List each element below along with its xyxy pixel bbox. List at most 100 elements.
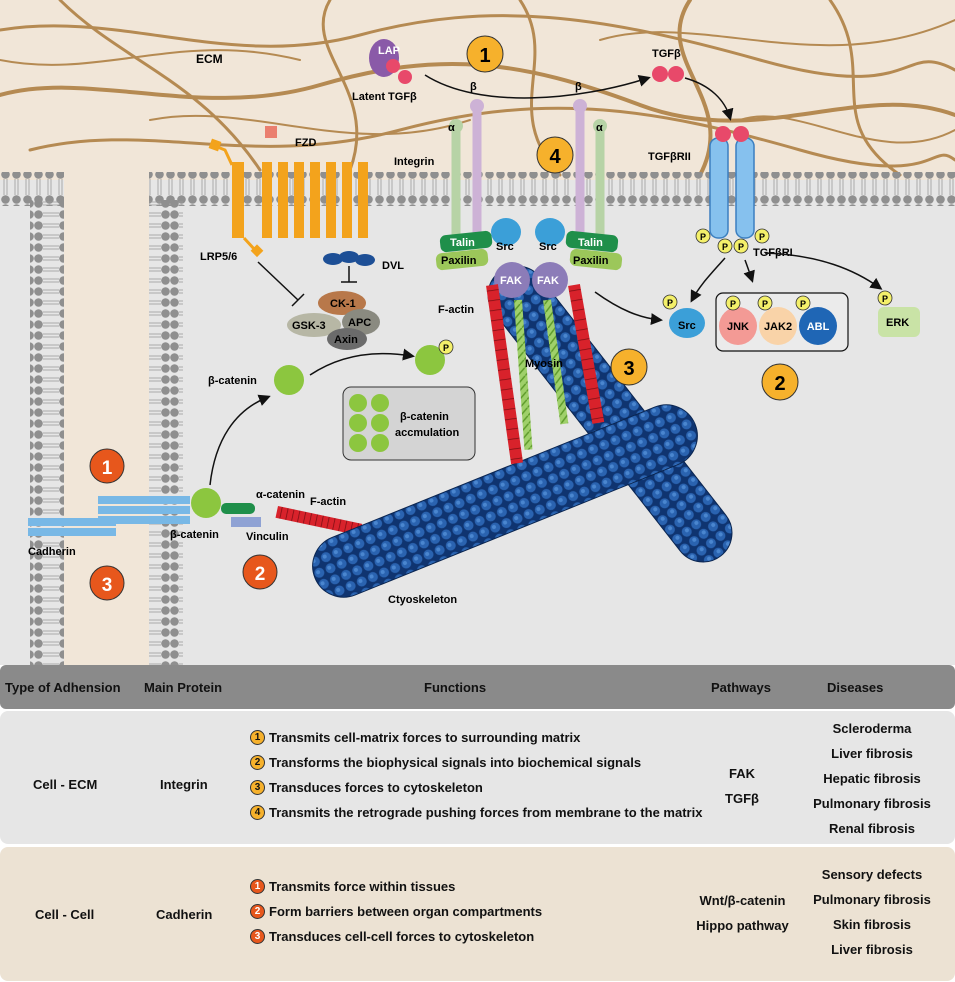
tgfb-erk-arrow: [764, 252, 883, 290]
membrane-vertical-left: [30, 200, 64, 665]
svg-text:β: β: [470, 81, 477, 93]
row-type: Cell - Cell: [35, 907, 95, 922]
disease-item: Renal fibrosis: [829, 821, 915, 836]
erk: P ERK: [877, 290, 920, 337]
svg-text:P: P: [443, 343, 449, 353]
ecm-label: ECM: [196, 52, 223, 66]
svg-text:3: 3: [623, 358, 634, 380]
integrin-right: α β: [573, 81, 607, 245]
mechanotransduction-diagram: ECM LAP Latent TGFβ TGFβ 1 4 FZ: [0, 0, 955, 665]
svg-text:P: P: [722, 242, 728, 252]
lap-label: LAP: [378, 45, 400, 57]
svg-text:Src: Src: [678, 320, 696, 332]
ecm-fibers: [0, 0, 955, 177]
svg-text:Talin: Talin: [450, 237, 475, 249]
badge-ecm-4: 4: [536, 136, 574, 174]
svg-text:ERK: ERK: [886, 317, 909, 329]
src-downstream: P Src: [662, 294, 705, 338]
svg-text:FAK: FAK: [537, 275, 559, 287]
fak-src-arrow: [594, 291, 663, 326]
row-protein: Integrin: [160, 777, 208, 792]
kinase-box: P P P JNK JAK2 ABL: [715, 292, 849, 352]
header-type: Type of Adhension: [5, 680, 121, 695]
vinculin: [231, 517, 261, 527]
svg-text:Paxilin: Paxilin: [441, 255, 477, 267]
f-actin-junction: [275, 506, 363, 536]
svg-text:2: 2: [255, 564, 266, 585]
inhibition-bar: [291, 293, 305, 307]
myosin-left: [514, 299, 533, 450]
frizzled-receptor: FZD LRP5/6: [200, 126, 368, 263]
svg-text:β-catenin: β-catenin: [400, 411, 449, 423]
integrin-left: α β: [448, 81, 484, 245]
inhibition-line: [257, 261, 299, 301]
svg-text:Src: Src: [496, 241, 514, 253]
latent-tgfb: LAP Latent TGFβ: [352, 39, 417, 103]
svg-text:Src: Src: [539, 241, 557, 253]
receptor-phospho: P P P P: [695, 228, 770, 254]
svg-text:2: 2: [774, 373, 785, 395]
row-type: Cell - ECM: [33, 777, 98, 792]
beta-catenin-free: β-catenin: [208, 365, 304, 395]
svg-text:P: P: [730, 299, 736, 309]
membrane-vertical-right: [149, 200, 183, 665]
dvl-label: DVL: [382, 260, 404, 272]
svg-text:JNK: JNK: [727, 321, 749, 333]
f-actin-left: [486, 284, 523, 465]
phosphorylation-arrow: [309, 348, 415, 376]
disease-item: Pulmonary fibrosis: [813, 892, 931, 907]
tgfb-ligand: TGFβ: [652, 48, 684, 82]
lrp-label: LRP5/6: [200, 251, 237, 263]
svg-text:Paxilin: Paxilin: [573, 255, 609, 267]
f-actin-right: [568, 283, 605, 424]
tgfb-receptor: TGFβRII TGFβRI: [648, 126, 793, 259]
svg-text:P: P: [882, 294, 888, 304]
cytoskeleton-label: Ctyoskeleton: [388, 594, 457, 606]
focal-adhesion-right: Talin Paxilin Src FAK: [532, 218, 623, 298]
svg-text:P: P: [762, 299, 768, 309]
disease-item: Liver fibrosis: [831, 746, 913, 761]
pathway-item: TGFβ: [725, 791, 759, 806]
disease-item: Scleroderma: [832, 721, 912, 736]
pathway-item: Hippo pathway: [696, 918, 789, 933]
latent-tgfb-label: Latent TGFβ: [352, 91, 417, 103]
integrin-label: Integrin: [394, 156, 435, 168]
myosin-label: Myosin: [525, 358, 563, 370]
beta-catenin-junction-label: β-catenin: [170, 529, 219, 541]
badge-cell-3: 3: [89, 565, 125, 601]
destruction-complex: CK-1 GSK-3 APC Axin: [287, 291, 380, 350]
focal-adhesion-left: Talin Paxilin Src FAK: [435, 218, 530, 298]
disease-item: Sensory defects: [821, 867, 923, 882]
svg-text:Talin: Talin: [578, 237, 603, 249]
f-actin-junction-label: F-actin: [310, 496, 346, 508]
disease-item: Hepatic fibrosis: [823, 771, 921, 786]
svg-text:P: P: [667, 298, 673, 308]
gsk3-label: GSK-3: [292, 320, 326, 332]
fzd-label: FZD: [295, 137, 316, 149]
alpha-catenin-label: α-catenin: [256, 489, 305, 501]
beta-catenin-junction: [191, 488, 221, 518]
disease-item: Liver fibrosis: [831, 942, 913, 957]
ck1-label: CK-1: [330, 298, 356, 310]
table-header: Type of Adhension Main Protein Functions…: [0, 665, 955, 709]
header-diseases: Diseases: [827, 680, 884, 695]
tgfb-kinase-arrow: [743, 259, 755, 283]
svg-text:accmulation: accmulation: [395, 427, 459, 439]
svg-text:β: β: [575, 81, 582, 93]
svg-text:α: α: [448, 122, 455, 134]
pathway-item: Wnt/β-catenin: [699, 893, 786, 908]
tgfb-label: TGFβ: [652, 48, 681, 60]
svg-text:FAK: FAK: [500, 275, 522, 287]
svg-text:P: P: [700, 232, 706, 242]
pathway-item: FAK: [729, 766, 755, 781]
disease-item: Pulmonary fibrosis: [813, 796, 931, 811]
